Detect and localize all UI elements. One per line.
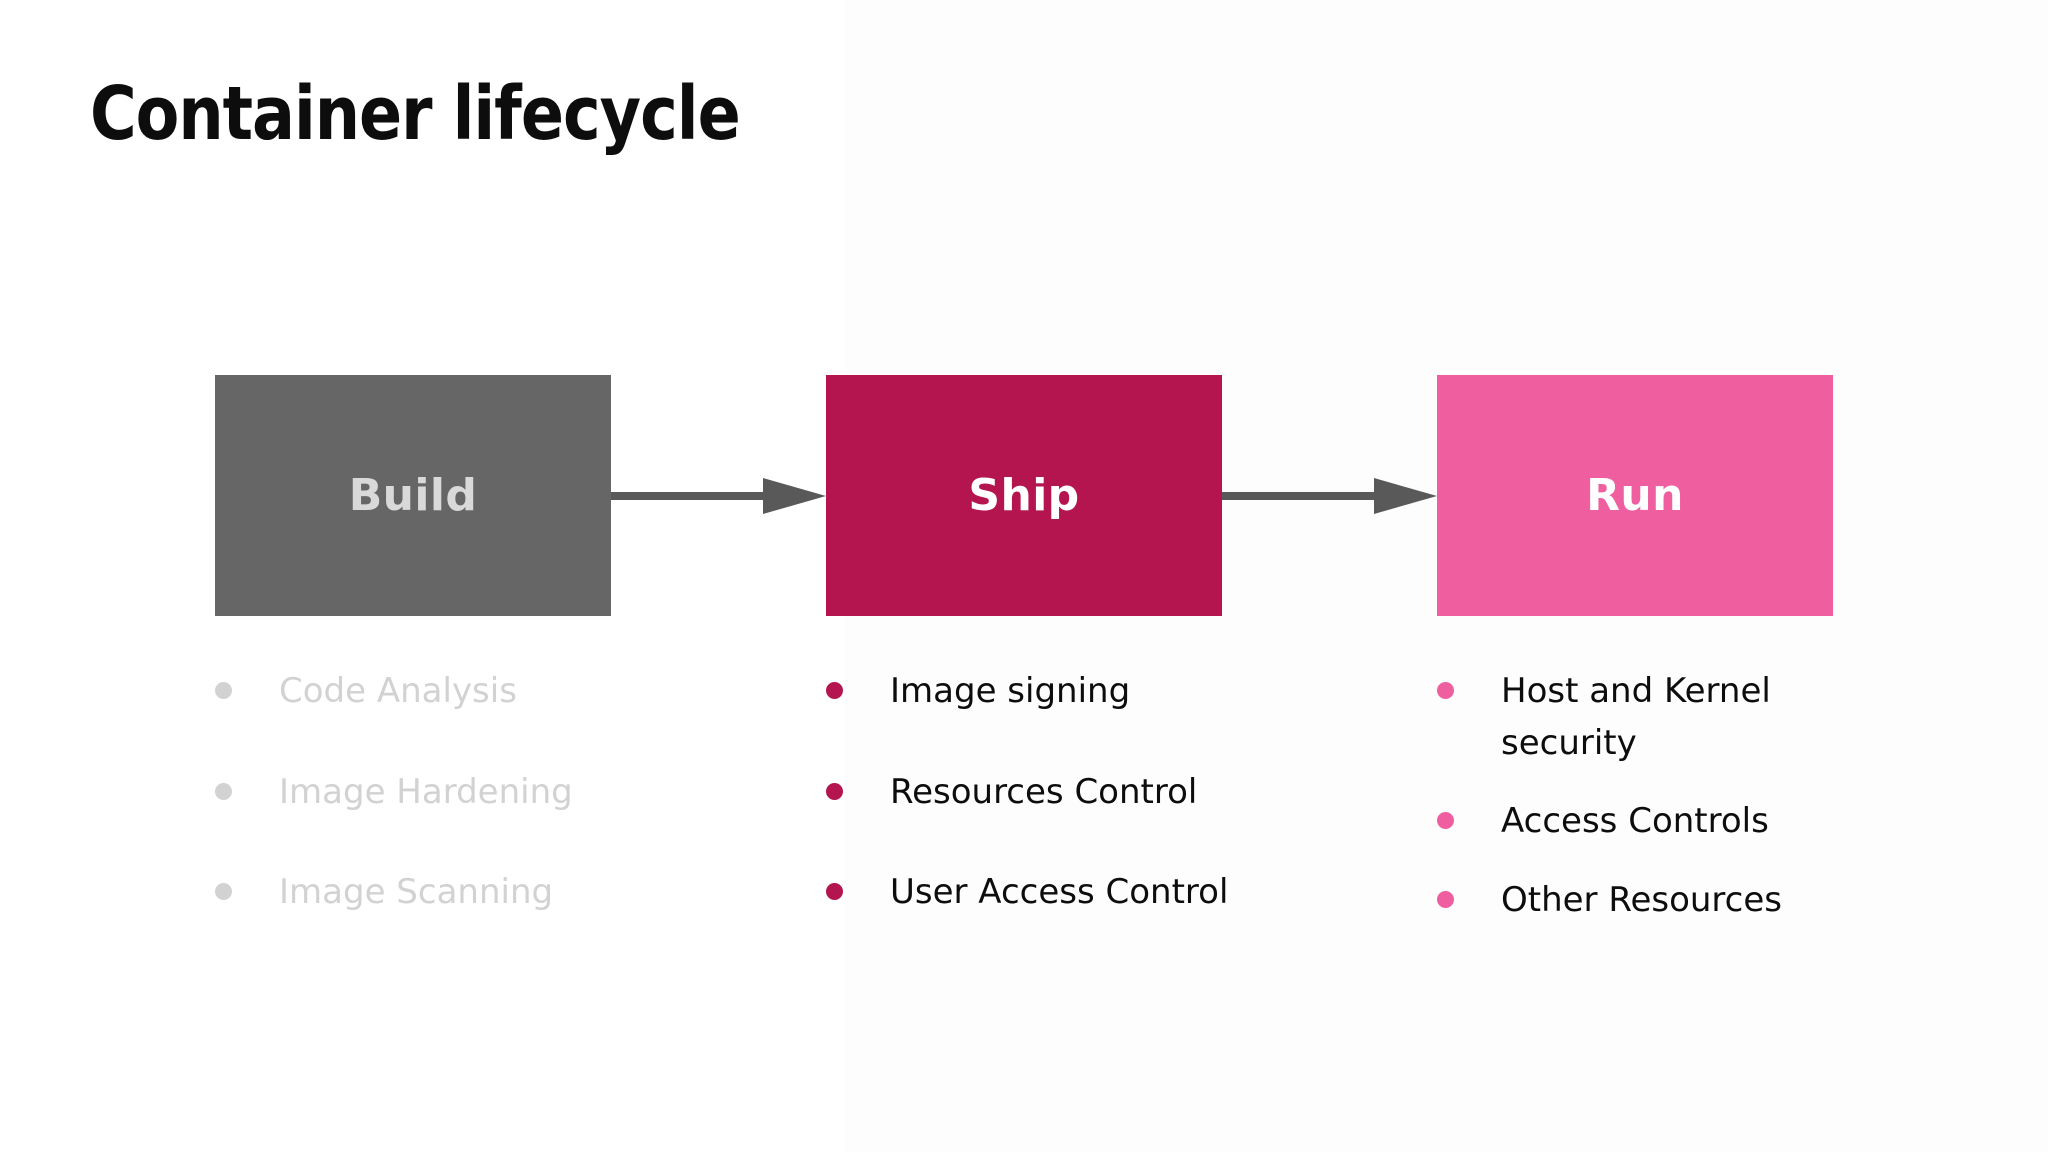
bullet-dot-icon <box>826 782 843 800</box>
bullet-list-run: Host and Kernel security Access Controls… <box>1437 666 1837 954</box>
bullet-list-ship: Image signing Resources Control User Acc… <box>826 666 1276 968</box>
stage-box-run[interactable]: Run <box>1437 375 1833 616</box>
stage-label-run: Run <box>1586 469 1684 521</box>
bullet-dot-icon <box>215 883 232 901</box>
arrow-shaft <box>611 492 771 500</box>
list-item-label: Other Resources <box>1501 880 1782 921</box>
list-item: Image signing <box>826 666 1276 718</box>
list-item-label: Code Analysis <box>279 671 517 711</box>
stage-box-build[interactable]: Build <box>215 375 611 616</box>
list-item: Other Resources <box>1437 875 1837 927</box>
bullet-dot-icon <box>1437 891 1454 909</box>
list-item: User Access Control <box>826 867 1276 919</box>
list-item: Resources Control <box>826 767 1276 819</box>
arrow-head <box>763 478 826 514</box>
stage-label-build: Build <box>348 469 478 521</box>
stage-box-ship[interactable]: Ship <box>826 375 1222 616</box>
list-item: Image Scanning <box>215 867 635 919</box>
list-item: Code Analysis <box>215 666 635 718</box>
stage-label-ship: Ship <box>968 469 1080 521</box>
page-title: Container lifecycle <box>90 71 741 157</box>
bullet-dot-icon <box>826 883 843 901</box>
list-item: Host and Kernel security <box>1437 666 1837 769</box>
list-item-label: Resources Control <box>890 771 1198 812</box>
list-item-label: Access Controls <box>1501 801 1769 842</box>
bullet-dot-icon <box>215 682 232 699</box>
arrow-ship-to-run-icon <box>1222 478 1437 514</box>
bullet-list-build: Code Analysis Image Hardening Image Scan… <box>215 666 635 968</box>
list-item-label: Host and Kernel security <box>1501 671 1771 763</box>
list-item-label: Image signing <box>890 671 1131 711</box>
bullet-dot-icon <box>1437 812 1454 830</box>
arrow-shaft <box>1222 492 1382 500</box>
list-item: Access Controls <box>1437 796 1837 848</box>
list-item-label: Image Scanning <box>279 872 554 913</box>
list-item: Image Hardening <box>215 767 635 819</box>
bullet-dot-icon <box>1437 682 1454 699</box>
list-item-label: Image Hardening <box>279 771 573 812</box>
bullet-dot-icon <box>215 782 232 800</box>
arrow-head <box>1374 478 1437 514</box>
list-item-label: User Access Control <box>890 872 1229 913</box>
arrow-build-to-ship-icon <box>611 478 826 514</box>
bullet-dot-icon <box>826 682 843 699</box>
